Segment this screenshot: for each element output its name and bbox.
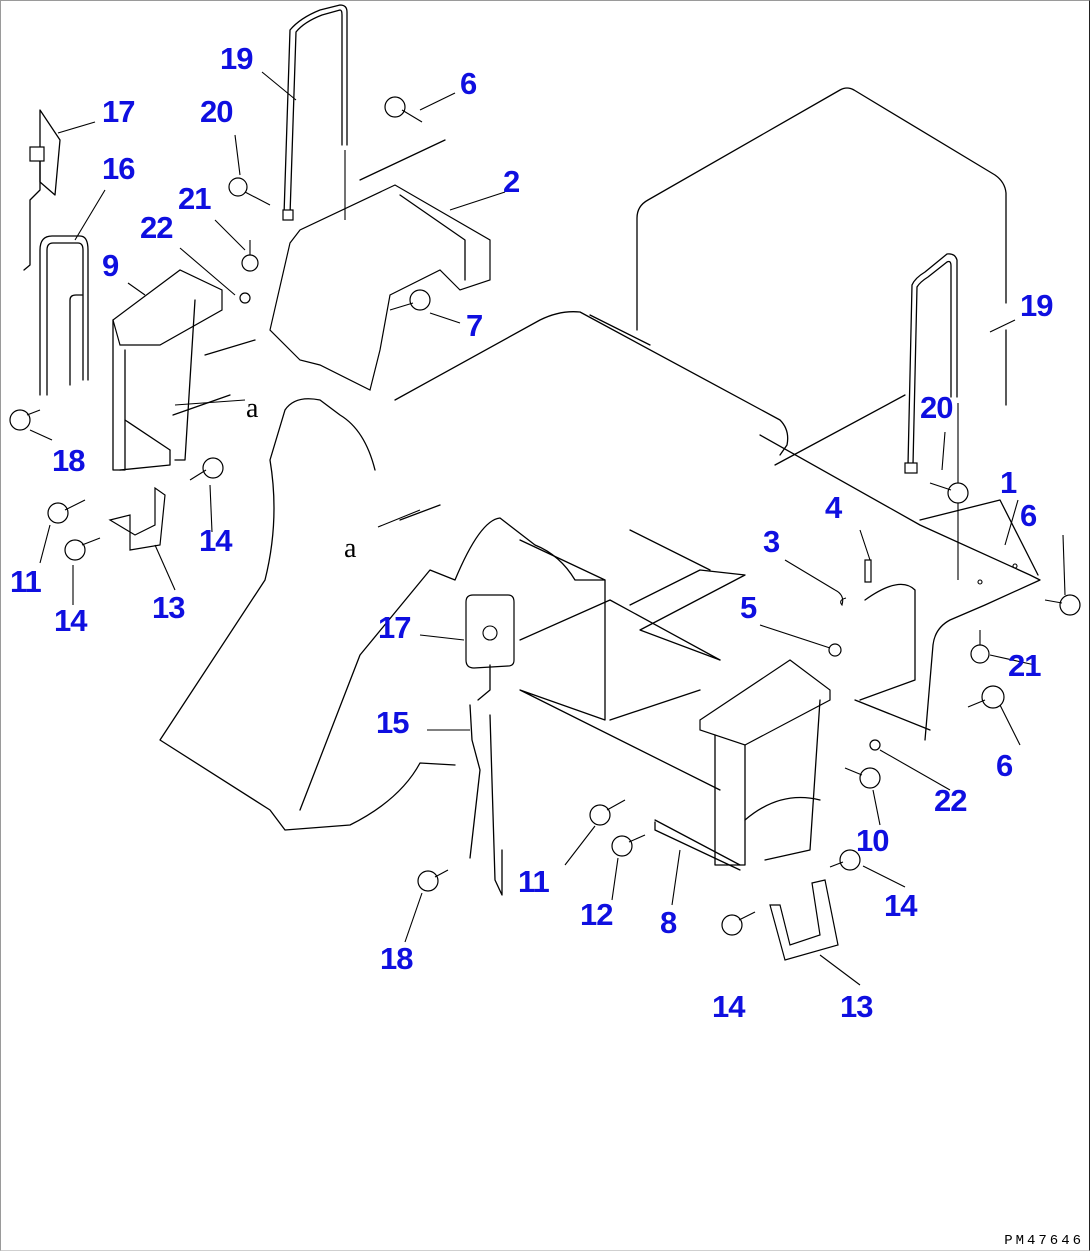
- callout-10: 10: [856, 823, 889, 858]
- callout-19: 19: [1020, 288, 1053, 323]
- bolt-20-left: [228, 177, 271, 206]
- callout-6: 6: [460, 66, 477, 101]
- bolt-14-upper: [189, 457, 224, 481]
- cab-outline: [636, 87, 1007, 406]
- callout-21: 21: [178, 181, 211, 216]
- callout-2: 2: [503, 164, 520, 199]
- bolt-11-right: [589, 799, 626, 826]
- callout-4: 4: [825, 490, 842, 525]
- leader-lines: [29, 71, 1066, 986]
- bolt-7: [389, 289, 431, 311]
- callout-6: 6: [996, 748, 1013, 783]
- callout-14: 14: [54, 603, 87, 638]
- bolt-14-right-upper: [829, 849, 861, 871]
- callout-18: 18: [52, 443, 85, 478]
- callout-7: 7: [466, 308, 483, 343]
- callout-17: 17: [102, 94, 135, 129]
- bolt-14-right-lower: [721, 911, 756, 936]
- bolt-6-right: [1044, 594, 1081, 616]
- callout-20: 20: [200, 94, 233, 129]
- callout-19: 19: [220, 41, 253, 76]
- left-step-part: [112, 269, 256, 471]
- nut-22-left: [239, 292, 251, 304]
- callout-22: 22: [934, 783, 967, 818]
- pin-4: [864, 559, 872, 583]
- view-marker-a: a: [246, 393, 259, 424]
- bolt-21-right: [970, 630, 990, 664]
- bolt-14-lower: [64, 537, 101, 561]
- nut-22-right: [869, 739, 881, 751]
- callout-21: 21: [1008, 648, 1041, 683]
- left-grab-rail-part: [282, 4, 348, 221]
- bolt-6-top: [384, 96, 423, 123]
- callout-12: 12: [580, 897, 613, 932]
- left-handrail-part: [23, 109, 89, 396]
- bolt-20-right: [929, 482, 969, 504]
- callout-22: 22: [140, 210, 173, 245]
- right-mirror-part: [465, 594, 515, 896]
- callout-14: 14: [884, 888, 917, 923]
- callout-20: 20: [920, 390, 953, 425]
- callout-1: 1: [1000, 465, 1017, 500]
- right-grab-rail-part: [904, 253, 959, 580]
- view-marker-a: a: [344, 533, 357, 564]
- bolt-21-left: [241, 240, 259, 272]
- fender-outline: [159, 398, 746, 831]
- floor-frame-part: [394, 311, 1041, 741]
- bolts: [9, 96, 1081, 961]
- bolt-6-mid: [967, 685, 1005, 709]
- right-step-part: [654, 659, 831, 871]
- bolt-10: [844, 767, 881, 789]
- callout-14: 14: [712, 989, 745, 1024]
- callout-13: 13: [840, 989, 873, 1024]
- bolt-18-right: [417, 869, 449, 892]
- bracket-13-left: [108, 486, 166, 551]
- bolt-5: [828, 643, 842, 657]
- drawing-number: PM47646: [1004, 1233, 1084, 1249]
- spring-3: [834, 589, 847, 607]
- callout-18: 18: [380, 941, 413, 976]
- callout-11: 11: [518, 864, 550, 899]
- callout-17: 17: [378, 610, 411, 645]
- callout-5: 5: [740, 590, 757, 625]
- bracket-13-right: [769, 879, 839, 961]
- callout-8: 8: [660, 905, 677, 940]
- callout-3: 3: [763, 524, 780, 559]
- callout-16: 16: [102, 151, 135, 186]
- callout-6: 6: [1020, 498, 1037, 533]
- callout-9: 9: [102, 248, 119, 283]
- callout-13: 13: [152, 590, 185, 625]
- bolt-12: [611, 834, 646, 857]
- bolt-11-left: [47, 499, 86, 524]
- bolt-18-left: [9, 409, 41, 431]
- callout-15: 15: [376, 705, 409, 740]
- callout-11: 11: [10, 564, 42, 599]
- callout-14: 14: [199, 523, 232, 558]
- left-upper-cover-part: [269, 139, 491, 391]
